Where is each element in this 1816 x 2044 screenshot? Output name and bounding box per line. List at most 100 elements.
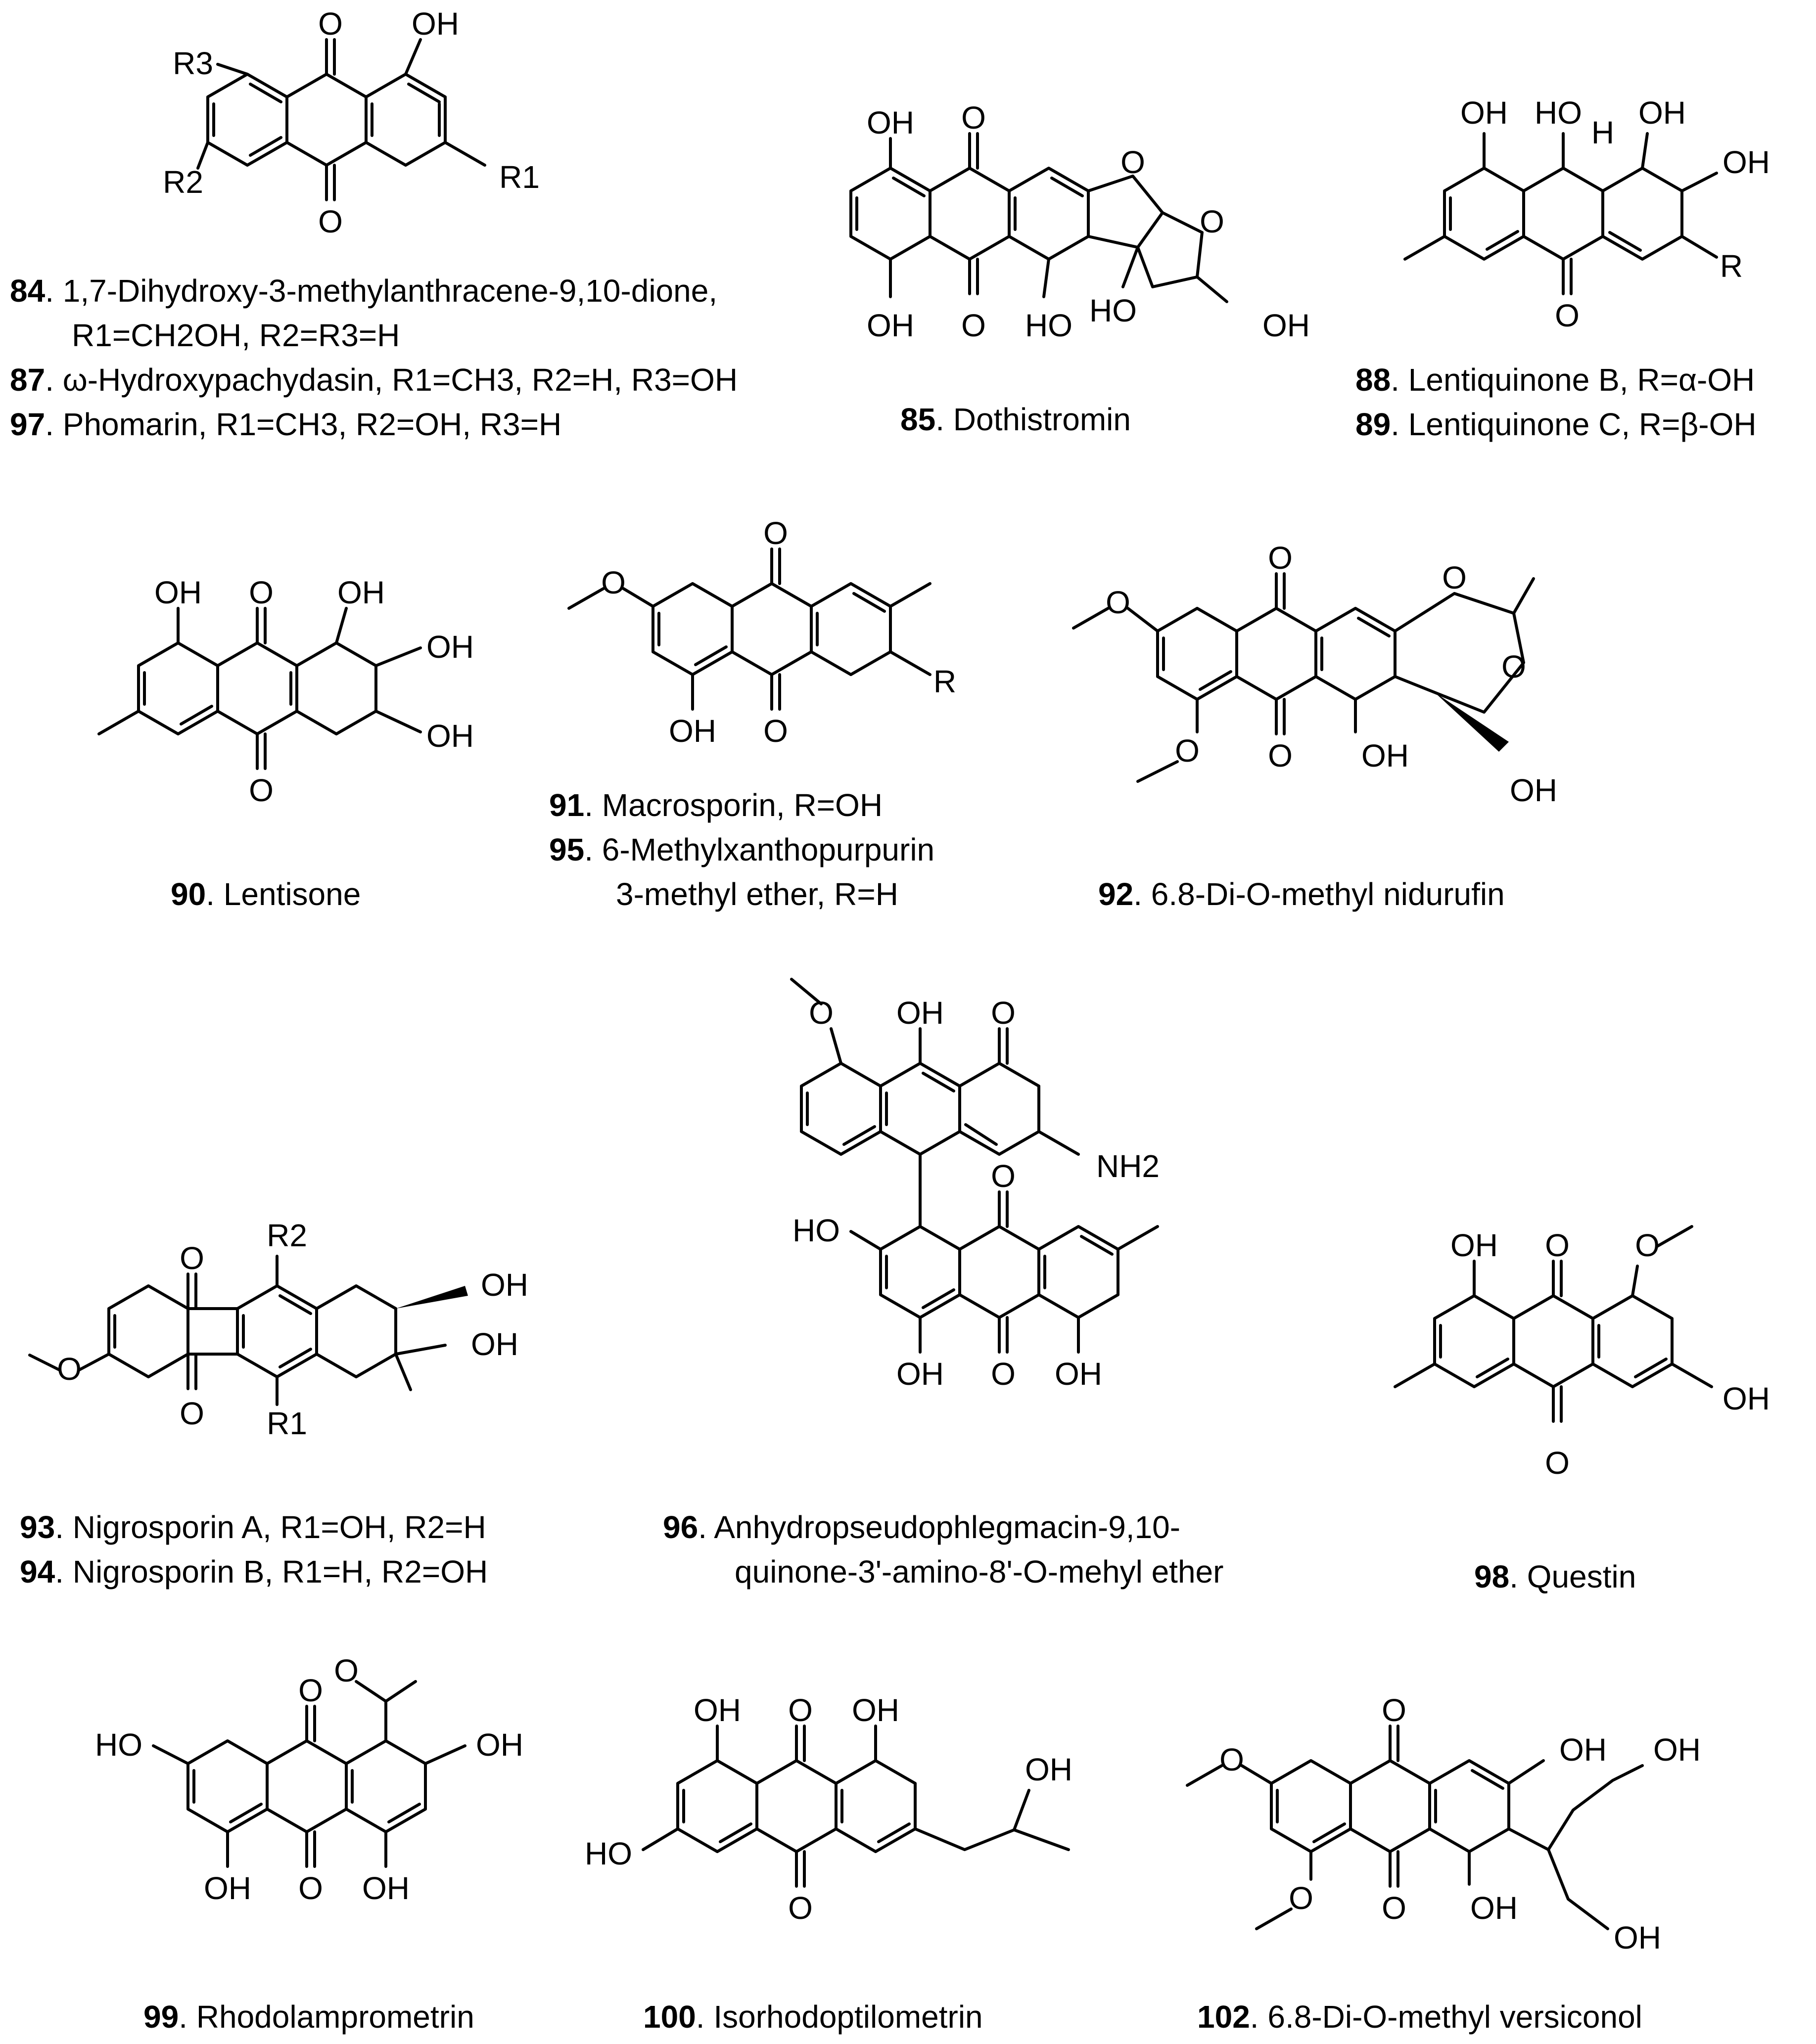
caption-92: 92. 6.8-Di-O-methyl nidurufin: [1098, 876, 1505, 912]
atom-label: O: [1501, 649, 1526, 684]
atom-label: OH: [1361, 738, 1409, 773]
atom-label: O: [788, 1890, 813, 1926]
structure-88-89: OH HO H OH OH R O: [1403, 95, 1770, 333]
atom-label: R: [1720, 248, 1743, 284]
atom-label: R2: [163, 164, 203, 200]
atom-label: OH: [1510, 772, 1557, 808]
atom-label: OH: [896, 995, 944, 1031]
atom-label: OH: [1653, 1732, 1701, 1768]
atom-label: OH: [1723, 1381, 1770, 1416]
atom-label: O: [318, 6, 343, 42]
atom-label: OH: [471, 1326, 518, 1362]
structure-85: OH O O O OH O HO HO OH: [849, 100, 1310, 343]
atom-label: HO: [1089, 293, 1137, 328]
atom-label: OH: [1450, 1227, 1498, 1263]
atom-label: OH: [362, 1870, 410, 1906]
atom-label: O: [763, 515, 788, 551]
atom-label: O: [991, 1356, 1016, 1392]
captions: 84. 1,7-Dihydroxy-3-methylanthracene-9,1…: [10, 273, 1757, 2035]
atom-label: OH: [1055, 1356, 1102, 1392]
atom-label: O: [1200, 204, 1224, 239]
atom-label: O: [991, 1158, 1016, 1194]
caption-98: 98. Questin: [1474, 1559, 1636, 1594]
structure-93-94: O R2 OH OH O O R1: [28, 1218, 528, 1441]
caption-100: 100. Isorhodoptilometrin: [643, 1999, 983, 2035]
atom-label: O: [1442, 560, 1467, 595]
atom-label: OH: [1025, 1752, 1072, 1787]
caption-87: 87. ω-Hydroxypachydasin, R1=CH3, R2=H, R…: [10, 362, 738, 398]
atom-label: O: [961, 100, 986, 136]
atom-label: OH: [1723, 144, 1770, 180]
atom-label: O: [1106, 585, 1130, 620]
atom-label: OH: [852, 1692, 899, 1728]
caption-95-line2: 3-methyl ether, R=H: [616, 876, 898, 912]
atom-label: H: [1591, 115, 1614, 150]
atom-label: O: [1289, 1880, 1313, 1916]
structure-102: O O OH OH O O OH OH: [1186, 1692, 1701, 1955]
structure-99: O O HO OH OH O OH: [95, 1653, 523, 1906]
atom-label: OH: [1262, 308, 1310, 343]
atom-label: HO: [1535, 95, 1582, 131]
atom-label: HO: [1025, 308, 1072, 343]
atom-label: OH: [337, 575, 385, 610]
atom-label: O: [809, 995, 834, 1031]
atom-label: HO: [95, 1727, 142, 1763]
atom-label: OH: [426, 629, 474, 665]
atom-label: OH: [896, 1356, 944, 1392]
atom-label: OH: [426, 718, 474, 754]
atom-label: O: [601, 565, 626, 600]
atom-label: O: [1545, 1445, 1570, 1481]
atom-label: OH: [669, 713, 716, 749]
atom-label: O: [1545, 1227, 1570, 1263]
caption-95: 95. 6-Methylxanthopurpurin: [549, 832, 934, 867]
caption-93: 93. Nigrosporin A, R1=OH, R2=H: [20, 1509, 486, 1545]
atom-label: O: [1120, 144, 1145, 180]
atom-label: NH2: [1096, 1148, 1160, 1184]
caption-84-substituents: R1=CH2OH, R2=R3=H: [72, 318, 400, 353]
atom-label: R3: [173, 45, 213, 81]
atom-label: OH: [1559, 1732, 1607, 1768]
atom-label: O: [1219, 1742, 1244, 1777]
atom-label: O: [180, 1240, 204, 1276]
atom-label: OH: [867, 105, 914, 140]
atom-label: O: [1382, 1692, 1406, 1728]
atom-label: HO: [792, 1213, 840, 1248]
caption-96: 96. Anhydropseudophlegmacin-9,10-: [663, 1509, 1180, 1545]
atom-label: O: [318, 204, 343, 239]
atom-label: O: [298, 1870, 323, 1906]
atom-label: OH: [694, 1692, 741, 1728]
caption-89: 89. Lentiquinone C, R=β-OH: [1355, 407, 1757, 442]
atom-label: OH: [412, 6, 459, 42]
atom-label: O: [1268, 540, 1293, 576]
caption-85: 85. Dothistromin: [900, 402, 1131, 437]
atom-label: O: [334, 1653, 359, 1688]
atom-label: O: [991, 995, 1016, 1031]
atom-label: O: [961, 308, 986, 343]
atom-label: O: [1555, 298, 1580, 333]
atom-label: OH: [1614, 1920, 1661, 1955]
atom-label: OH: [476, 1727, 523, 1763]
atom-label: R1: [267, 1406, 307, 1441]
atom-label: OH: [1460, 95, 1508, 131]
atom-label: O: [1175, 733, 1200, 769]
atom-label: R2: [267, 1218, 307, 1253]
atom-label: OH: [481, 1267, 528, 1303]
atom-label: O: [1268, 738, 1293, 773]
caption-91: 91. Macrosporin, R=OH: [549, 787, 883, 823]
atom-label: O: [1382, 1890, 1406, 1926]
structure-98: OH O O OH O: [1394, 1225, 1770, 1481]
atom-label: R1: [499, 159, 540, 195]
caption-102: 102. 6.8-Di-O-methyl versiconol: [1197, 1999, 1642, 2035]
structure-90: OH O OH OH OH O: [97, 575, 474, 808]
atom-label: OH: [867, 308, 914, 343]
atom-label: R: [933, 664, 956, 699]
atom-label: O: [763, 713, 788, 749]
caption-84: 84. 1,7-Dihydroxy-3-methylanthracene-9,1…: [10, 273, 717, 309]
structure-84-87-97: O O OH R1 R3 R2: [163, 6, 540, 239]
caption-96-line2: quinone-3'-amino-8'-O-mehyl ether: [735, 1554, 1223, 1590]
atom-label: OH: [1470, 1890, 1518, 1926]
atom-label: O: [249, 575, 274, 610]
atom-label: O: [1635, 1227, 1660, 1263]
caption-88: 88. Lentiquinone B, R=α-OH: [1355, 362, 1755, 398]
